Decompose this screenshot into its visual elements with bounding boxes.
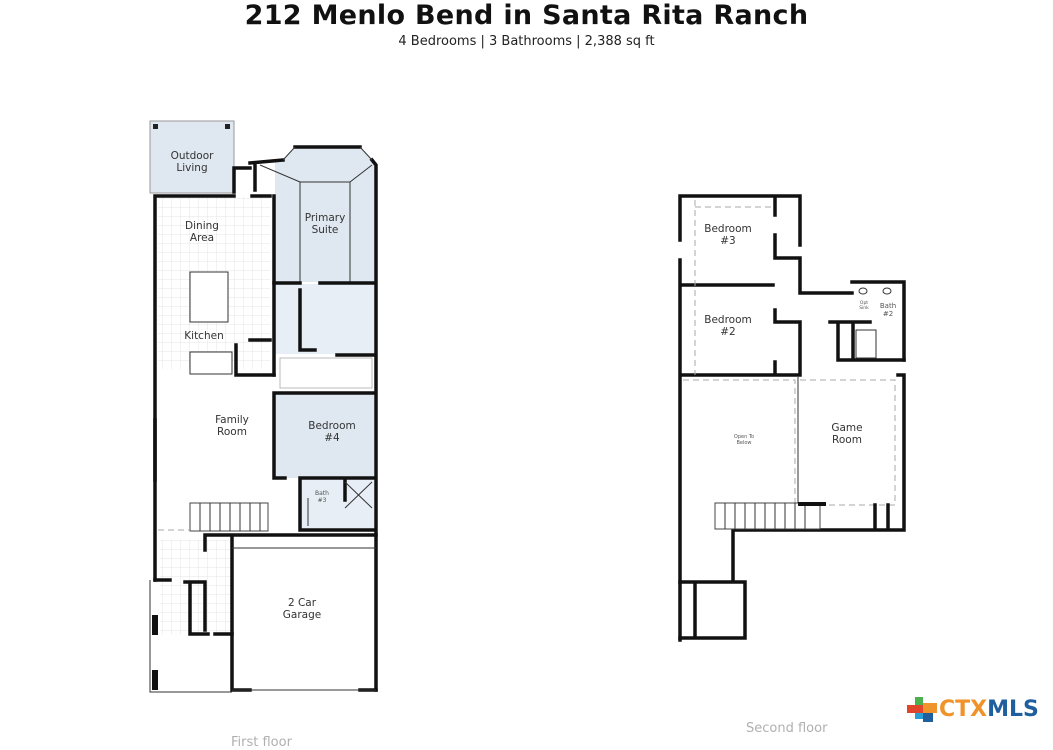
room-label-bedroom4: Bedroom#4 <box>308 420 356 444</box>
room-label-bedroom3: Bedroom#3 <box>704 223 752 247</box>
page-subtitle: 4 Bedrooms | 3 Bathrooms | 2,388 sq ft <box>398 34 655 49</box>
stairs <box>189 502 269 532</box>
room-label-bedroom2: Bedroom#2 <box>704 314 752 338</box>
logo-text-ctx: CTX <box>939 696 988 722</box>
first-floor-label: First floor <box>231 735 292 750</box>
texas-map-icon <box>907 697 937 722</box>
primary-suite-area <box>255 147 376 282</box>
second-floor-label: Second floor <box>746 721 828 736</box>
second-floor-plan <box>678 194 906 642</box>
primary-bath-area <box>275 284 375 354</box>
logo-text-mls: MLS <box>987 696 1039 722</box>
room-label-bath2: Bath#2 <box>880 302 896 318</box>
room-label-bath3: Bath#3 <box>315 490 329 504</box>
bedroom4-area <box>275 393 374 478</box>
bath3-area <box>300 479 374 531</box>
page-title: 212 Menlo Bend in Santa Rita Ranch <box>244 0 809 31</box>
room-label-kitchen: Kitchen <box>184 330 223 342</box>
first-floor-plan <box>149 120 378 693</box>
outdoor-living-area <box>149 120 235 194</box>
stairs-second-floor <box>714 502 821 530</box>
